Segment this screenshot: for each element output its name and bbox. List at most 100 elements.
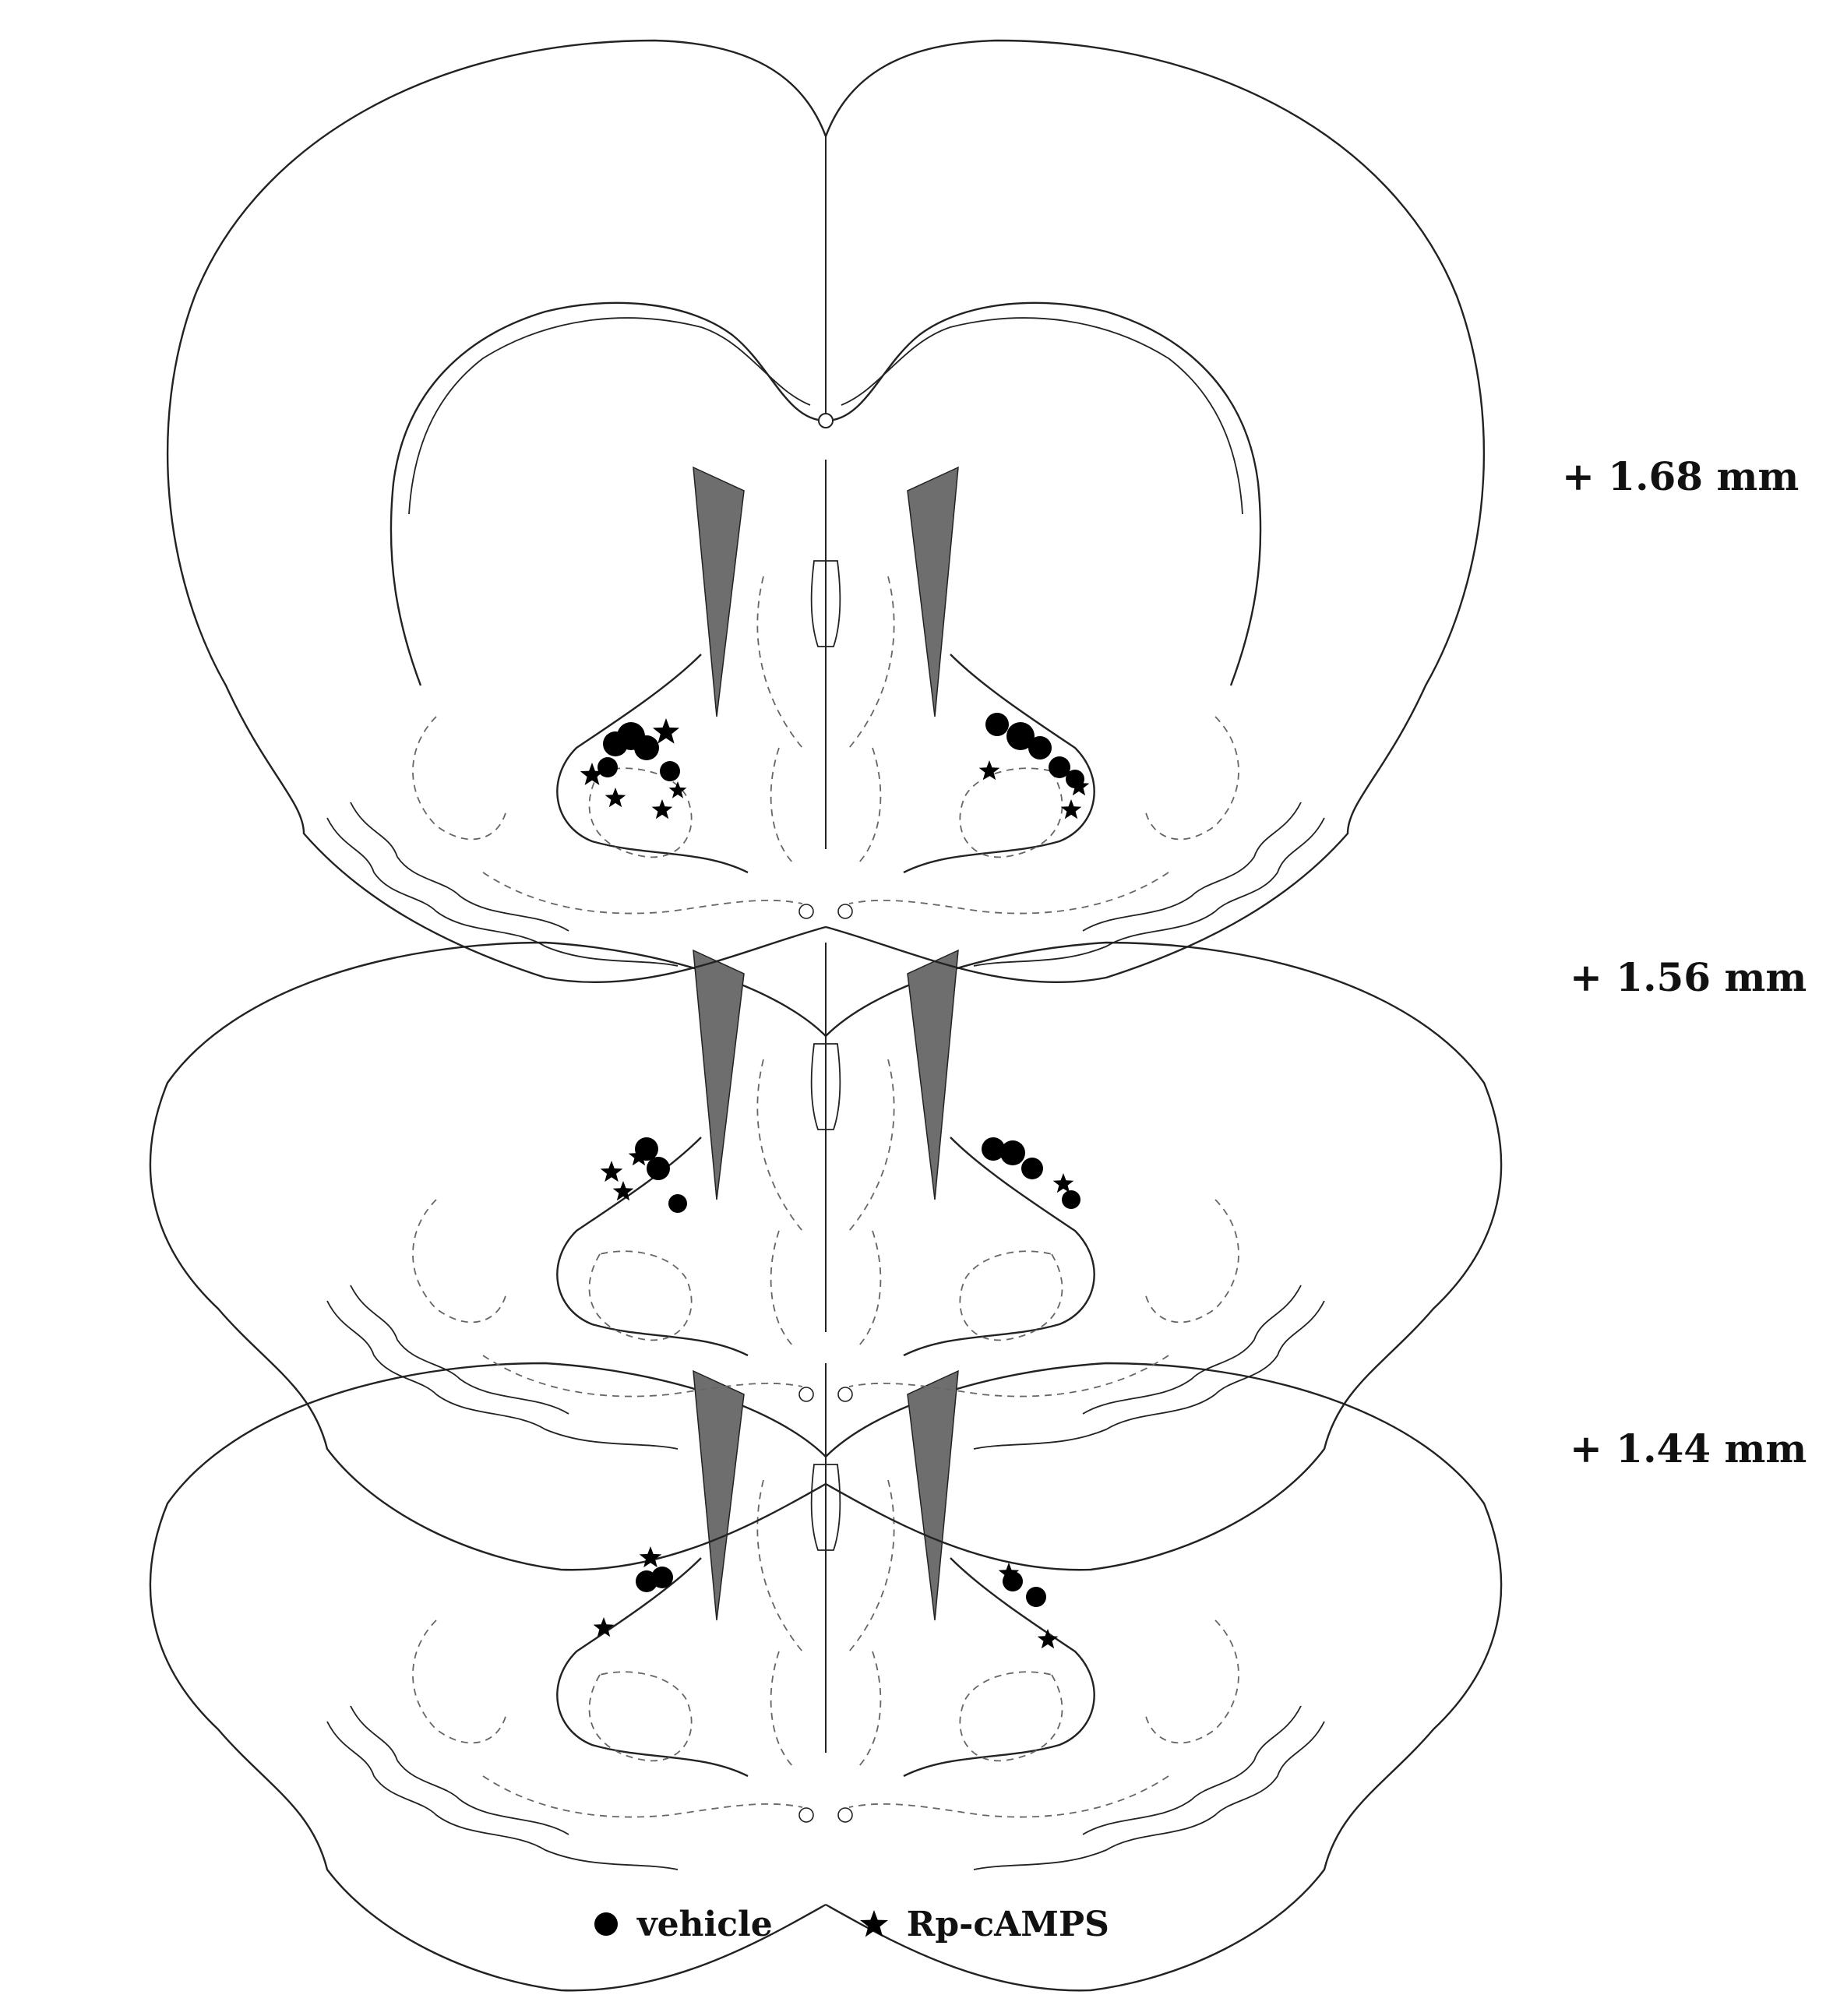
vehicle-marker [1026, 1587, 1046, 1607]
nac-core-right [959, 1250, 1063, 1341]
rp-camps-marker [651, 799, 673, 819]
rp-camps-marker [1068, 776, 1090, 796]
ventral-boundary-left [482, 1775, 803, 1818]
ventral-boundary-right [848, 872, 1169, 915]
rp-camps-marker [612, 1181, 634, 1201]
lateral-ventricle-right [907, 1369, 959, 1621]
septal-boundary-left [756, 1479, 803, 1769]
rp-camps-marker [593, 1617, 615, 1637]
midline-circle [837, 904, 853, 919]
rp-camps-marker [1060, 799, 1082, 819]
legend: vehicle Rp-cAMPS [592, 1901, 1109, 1947]
midline-circle [798, 904, 814, 919]
base-contour-inner-right [1082, 802, 1302, 932]
vehicle-marker [1000, 1140, 1025, 1165]
section-1 [166, 39, 1486, 984]
section-3 [149, 1362, 1503, 1992]
claustrum-left [412, 716, 507, 841]
star-icon [859, 1910, 888, 1937]
striatum-contour-right [903, 654, 1095, 874]
nac-core-right [959, 767, 1063, 858]
lateral-ventricle-right [907, 466, 959, 717]
hemisphere-outline-left [149, 1362, 827, 1992]
septum [810, 1464, 841, 1551]
section-label-1-44: + 1.44 mm [1570, 1426, 1807, 1471]
rp-camps-marker [978, 760, 1000, 781]
vehicle-marker [1006, 722, 1035, 750]
vehicle-marker [1021, 1158, 1043, 1179]
section-2 [149, 941, 1503, 1571]
base-contour-inner-left [350, 1705, 569, 1835]
rp-camps-marker [998, 1563, 1020, 1583]
septal-boundary-right [848, 1059, 895, 1348]
base-contour-inner-right [1082, 1705, 1302, 1835]
midline-circle [837, 1807, 853, 1823]
rp-camps-marker [628, 1146, 650, 1166]
striatum-contour-right [903, 1137, 1095, 1357]
circle-icon [594, 1912, 618, 1936]
hemisphere-outline-right [824, 39, 1486, 984]
legend-item-vehicle: vehicle [592, 1905, 773, 1944]
claustrum-right [1144, 1619, 1239, 1744]
rp-camps-marker [639, 1546, 662, 1568]
lateral-ventricle-left [693, 1369, 745, 1621]
midline-node [818, 413, 834, 428]
base-contour-left [326, 817, 679, 967]
septal-boundary-right [848, 576, 895, 865]
nac-core-right [959, 1671, 1063, 1762]
vehicle-marker [1062, 1190, 1080, 1209]
midline-circle [798, 1387, 814, 1402]
cc-inner-left [408, 317, 811, 515]
hemisphere-outline-left [149, 941, 827, 1571]
section-label-1-56: + 1.56 mm [1570, 954, 1807, 1000]
base-contour-right [973, 817, 1325, 967]
nac-core-left [588, 767, 693, 858]
rp-camps-marker [605, 788, 626, 808]
claustrum-left [412, 1619, 507, 1744]
nac-core-left [588, 1250, 693, 1341]
base-contour-right [973, 1300, 1325, 1450]
septal-boundary-right [848, 1479, 895, 1769]
legend-label-rp-camps: Rp-cAMPS [906, 1904, 1109, 1944]
septal-boundary-left [756, 576, 803, 865]
rp-camps-marker [652, 718, 680, 744]
striatum-contour-left [556, 1557, 749, 1778]
base-contour-inner-right [1082, 1285, 1302, 1415]
claustrum-right [1144, 716, 1239, 841]
vehicle-marker [985, 713, 1009, 736]
hemisphere-outline-left [166, 39, 827, 984]
base-contour-left [326, 1300, 679, 1450]
base-contour-inner-left [350, 802, 569, 932]
section-label-1-68: + 1.68 mm [1562, 453, 1800, 499]
rp-camps-marker [1037, 1629, 1059, 1649]
vehicle-marker [634, 735, 659, 760]
lateral-ventricle-left [693, 949, 745, 1200]
cc-inner-right [841, 317, 1243, 515]
ventral-boundary-right [848, 1775, 1169, 1818]
legend-item-rp-camps: Rp-cAMPS [858, 1905, 1109, 1944]
ventral-boundary-left [482, 1355, 803, 1397]
nac-core-left [588, 1671, 693, 1762]
vehicle-marker [647, 1157, 670, 1180]
septal-boundary-left [756, 1059, 803, 1348]
rp-camps-marker [600, 1161, 623, 1182]
base-contour-inner-left [350, 1285, 569, 1415]
rp-camps-marker [580, 763, 605, 785]
corpus-callosum-left [390, 301, 827, 686]
claustrum-left [412, 1199, 507, 1323]
ventral-boundary-right [848, 1355, 1169, 1397]
vehicle-marker [982, 1137, 1005, 1161]
base-contour-right [973, 1721, 1325, 1870]
hemisphere-outline-right [825, 941, 1503, 1571]
corpus-callosum-right [825, 301, 1262, 686]
striatum-contour-left [556, 654, 749, 874]
vehicle-marker [668, 1194, 687, 1213]
lateral-ventricle-right [907, 949, 959, 1200]
striatum-contour-right [903, 1557, 1095, 1778]
septum [810, 560, 841, 647]
rp-camps-marker [668, 781, 687, 798]
claustrum-right [1144, 1199, 1239, 1323]
septum [810, 1043, 841, 1130]
